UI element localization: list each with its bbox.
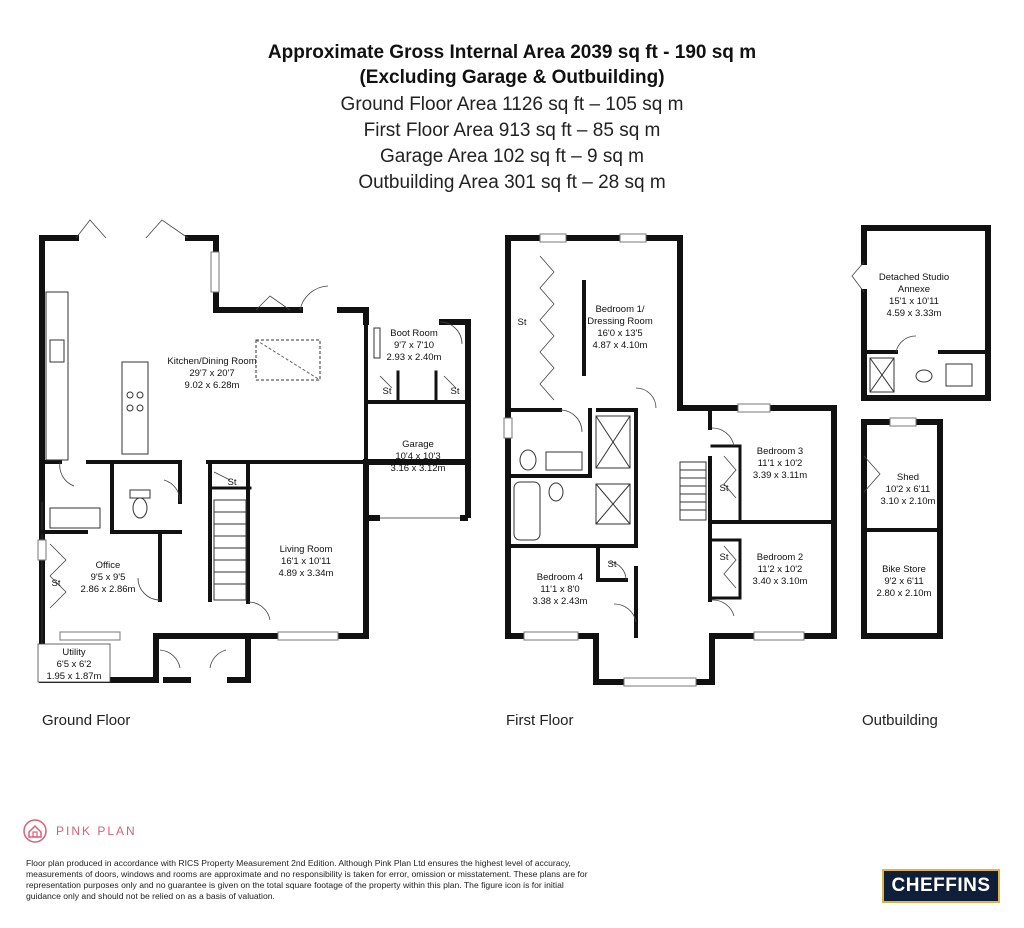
room-living-name: Living Room: [280, 544, 333, 555]
room-studio-name1: Detached Studio: [879, 272, 949, 283]
room-studio-name2: Annexe: [898, 284, 930, 295]
pink-plan-logo: PINK PLAN: [22, 818, 137, 844]
title-gross-area: Approximate Gross Internal Area 2039 sq …: [267, 42, 757, 63]
room-studio-metric: 4.59 x 3.33m: [887, 308, 942, 319]
room-shed-imperial: 10'2 x 6'11: [886, 484, 931, 495]
room-utility-name: Utility: [62, 647, 85, 658]
room-shed-metric: 3.10 x 2.10m: [881, 496, 936, 507]
storage-boot-left: St: [383, 386, 392, 397]
room-boot-imperial: 9'7 x 7'10: [394, 340, 434, 351]
first-floor-plan: [503, 233, 837, 687]
room-utility-metric: 1.95 x 1.87m: [47, 671, 102, 682]
room-bed2-imperial: 11'2 x 10'2: [758, 564, 803, 575]
room-bed4-imperial: 11'1 x 8'0: [540, 584, 579, 595]
room-bike-name: Bike Store: [882, 564, 926, 575]
label-ground-floor: Ground Floor: [42, 712, 131, 729]
room-boot-metric: 2.93 x 2.40m: [387, 352, 442, 363]
label-first-floor: First Floor: [506, 712, 574, 729]
room-shed-name: Shed: [897, 472, 919, 483]
room-bed3-name: Bedroom 3: [757, 446, 803, 457]
outbuilding-plan: [851, 225, 991, 639]
room-bed1-name1: Bedroom 1/: [595, 304, 644, 315]
room-living-metric: 4.89 x 3.34m: [279, 568, 334, 579]
storage-hall: St: [228, 477, 237, 488]
room-bike-imperial: 9'2 x 6'11: [884, 576, 923, 587]
room-living-imperial: 16'1 x 10'11: [281, 556, 331, 567]
room-bed2-metric: 3.40 x 3.10m: [753, 576, 808, 587]
room-bed1-name2: Dressing Room: [587, 316, 653, 327]
area-outbuilding: Outbuilding Area 301 sq ft – 28 sq m: [358, 172, 666, 193]
storage-bed1: St: [518, 317, 527, 328]
room-kitchen-imperial: 29'7 x 20'7: [189, 368, 234, 379]
room-utility-imperial: 6'5 x 6'2: [57, 659, 92, 670]
room-kitchen-metric: 9.02 x 6.28m: [185, 380, 240, 391]
room-bed1-metric: 4.87 x 4.10m: [593, 340, 648, 351]
room-office-name: Office: [96, 560, 121, 571]
room-bed4-metric: 3.38 x 2.43m: [533, 596, 588, 607]
area-garage: Garage Area 102 sq ft – 9 sq m: [379, 146, 645, 167]
ground-floor-plan: [37, 219, 471, 683]
storage-bed2: St: [720, 552, 729, 563]
storage-bed3: St: [720, 483, 729, 494]
storage-boot-right: St: [451, 386, 460, 397]
room-office-imperial: 9'5 x 9'5: [91, 572, 126, 583]
pink-plan-name: PINK PLAN: [56, 824, 137, 838]
room-bed2-name: Bedroom 2: [757, 552, 803, 563]
room-bed3-metric: 3.39 x 3.11m: [753, 470, 807, 481]
room-kitchen-name: Kitchen/Dining Room: [167, 356, 256, 367]
room-bed1-imperial: 16'0 x 13'5: [597, 328, 642, 339]
storage-bed4: St: [608, 559, 617, 570]
pink-plan-house-icon: [23, 819, 47, 843]
area-first-floor: First Floor Area 913 sq ft – 85 sq m: [363, 120, 661, 141]
room-office-metric: 2.86 x 2.86m: [81, 584, 136, 595]
label-outbuilding: Outbuilding: [862, 712, 938, 729]
room-garage-name: Garage: [402, 439, 434, 450]
room-bed3-imperial: 11'1 x 10'2: [758, 458, 803, 469]
room-studio-imperial: 15'1 x 10'11: [889, 296, 939, 307]
cheffins-logo: CHEFFINS: [882, 869, 1000, 903]
storage-office: St: [52, 578, 61, 589]
room-garage-metric: 3.16 x 3.12m: [391, 463, 446, 474]
disclaimer-text: Floor plan produced in accordance with R…: [26, 858, 588, 901]
room-boot-name: Boot Room: [390, 328, 438, 339]
room-bike-metric: 2.80 x 2.10m: [877, 588, 932, 599]
area-ground-floor: Ground Floor Area 1126 sq ft – 105 sq m: [340, 94, 684, 115]
title-excluding: (Excluding Garage & Outbuilding): [359, 67, 665, 88]
room-bed4-name: Bedroom 4: [537, 572, 583, 583]
room-garage-imperial: 10'4 x 10'3: [395, 451, 440, 462]
